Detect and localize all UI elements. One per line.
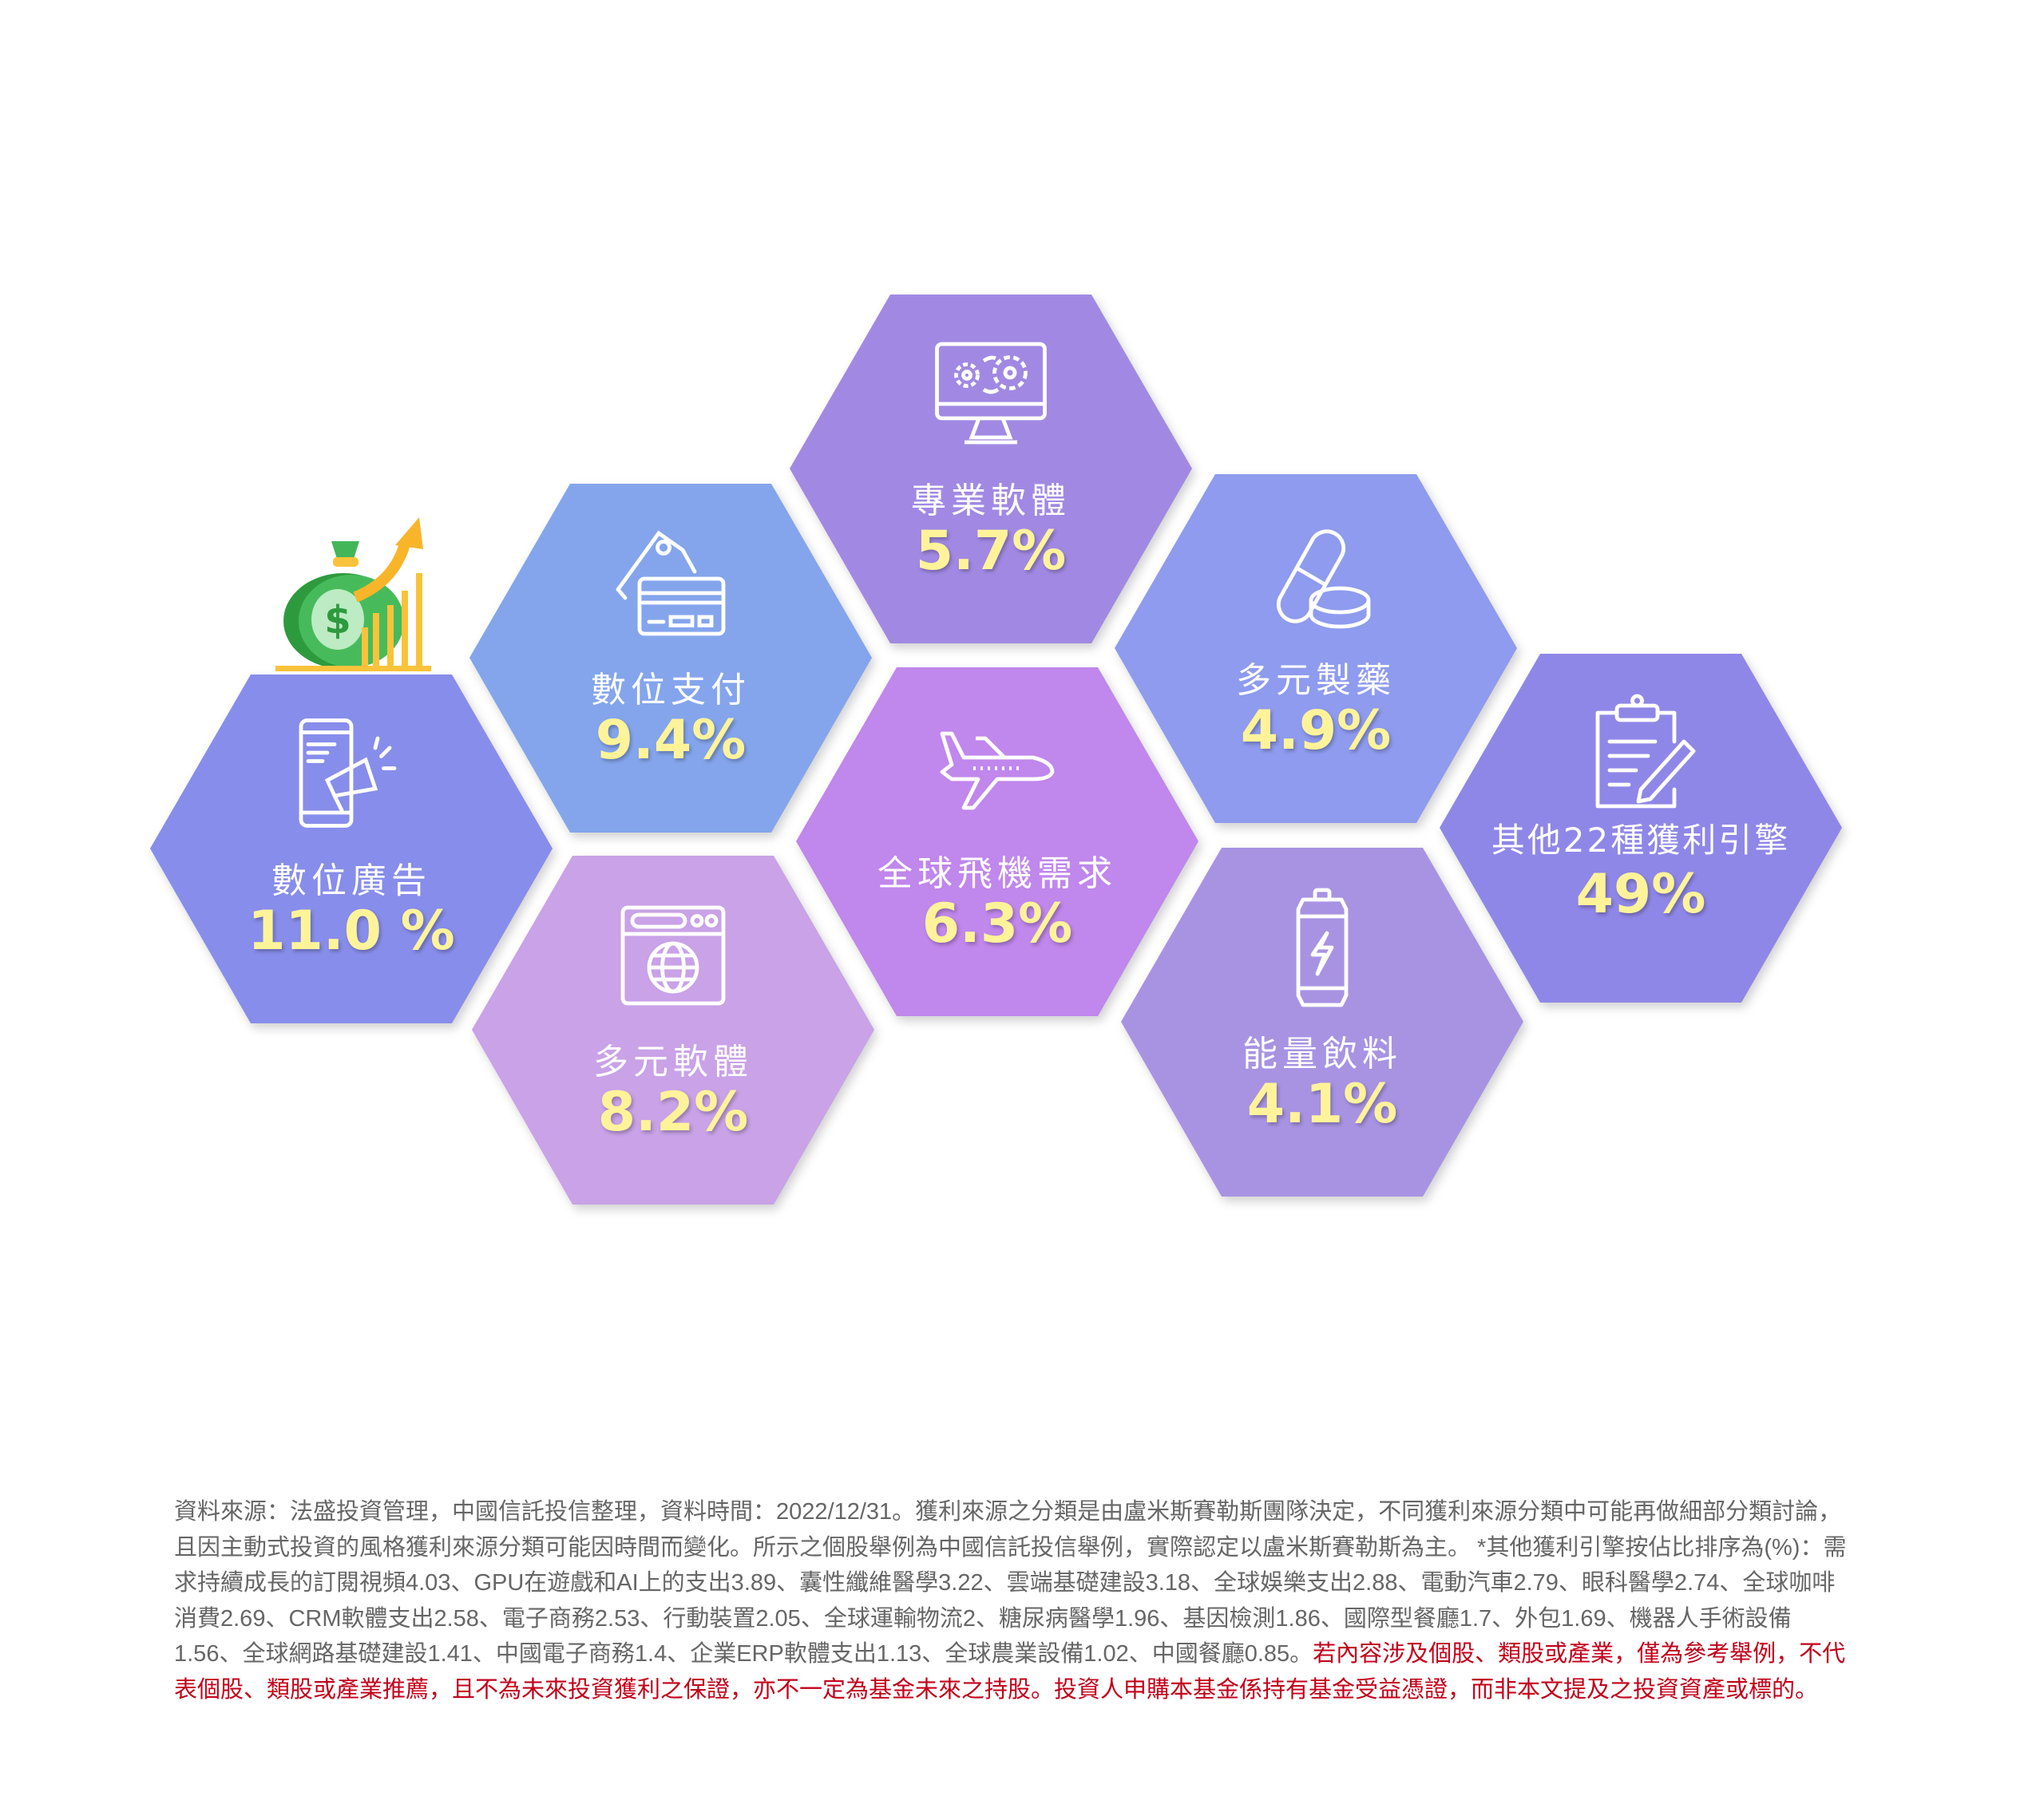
phone-megaphone-icon: [299, 718, 397, 828]
hexagon-label: 數位支付: [591, 670, 751, 710]
footnote: 資料來源：法盛投資管理，中國信託投信整理，資料時間：2022/12/31。獲利來…: [174, 1494, 1851, 1707]
hexagon-other-engines: 其他22種獲利引擎 49%: [1440, 654, 1842, 1003]
browser-globe-icon: [620, 905, 726, 1006]
clipboard-pencil-icon: [1595, 694, 1696, 809]
hexagon-label: 其他22種獲利引擎: [1491, 821, 1791, 860]
hexagon-label: 多元軟體: [593, 1042, 753, 1082]
svg-text:$: $: [324, 598, 351, 643]
hexagon-label: 數位廣告: [271, 860, 431, 901]
hexagon-percent: 4.9%: [1240, 699, 1392, 762]
hexagon-percent: 6.3%: [921, 892, 1073, 955]
hexagon-percent: 4.1%: [1246, 1073, 1398, 1136]
hexagon-professional-software: 專業軟體 5.7%: [790, 295, 1192, 643]
pill-capsule-icon: [1276, 529, 1371, 629]
monitor-gears-icon: [935, 342, 1047, 445]
money-bag-growth-icon: $: [275, 517, 435, 673]
hexagon-global-aircraft: 全球飛機需求 6.3%: [796, 667, 1198, 1016]
hexagon-percent: 11.0 %: [248, 900, 455, 963]
airplane-icon: [940, 731, 1055, 810]
hexagon-percent: 8.2%: [597, 1081, 749, 1144]
hexagon-diverse-pharma: 多元製藥 4.9%: [1115, 474, 1517, 823]
energy-can-icon: [1296, 888, 1349, 1007]
hexagon-percent: 49%: [1575, 863, 1706, 926]
hexagon-label: 多元製藥: [1236, 660, 1396, 701]
hexagon-percent: 9.4%: [595, 709, 747, 772]
credit-card-icon: [616, 530, 726, 636]
hexagon-energy-drinks: 能量飲料 4.1%: [1121, 848, 1523, 1197]
hexagon-diverse-software: 多元軟體 8.2%: [472, 856, 874, 1205]
hexagon-percent: 5.7%: [915, 520, 1067, 583]
footnote-disclaimer: 若內容涉及個股、類股或產業，僅為參考舉例，不代表個股、類股或產業推薦，且不為未來…: [174, 1641, 1846, 1703]
hexagon-digital-ads: 數位廣告 11.0 %: [150, 675, 553, 1023]
hexagon-label: 全球飛機需求: [877, 853, 1117, 894]
footnote-source-text: 資料來源：法盛投資管理，中國信託投信整理，資料時間：2022/12/31。獲利來…: [174, 1499, 1847, 1667]
hexagon-label: 能量飲料: [1242, 1034, 1402, 1074]
hexagon-label: 專業軟體: [911, 481, 1071, 521]
hexagon-digital-payment: 數位支付 9.4%: [469, 484, 872, 833]
